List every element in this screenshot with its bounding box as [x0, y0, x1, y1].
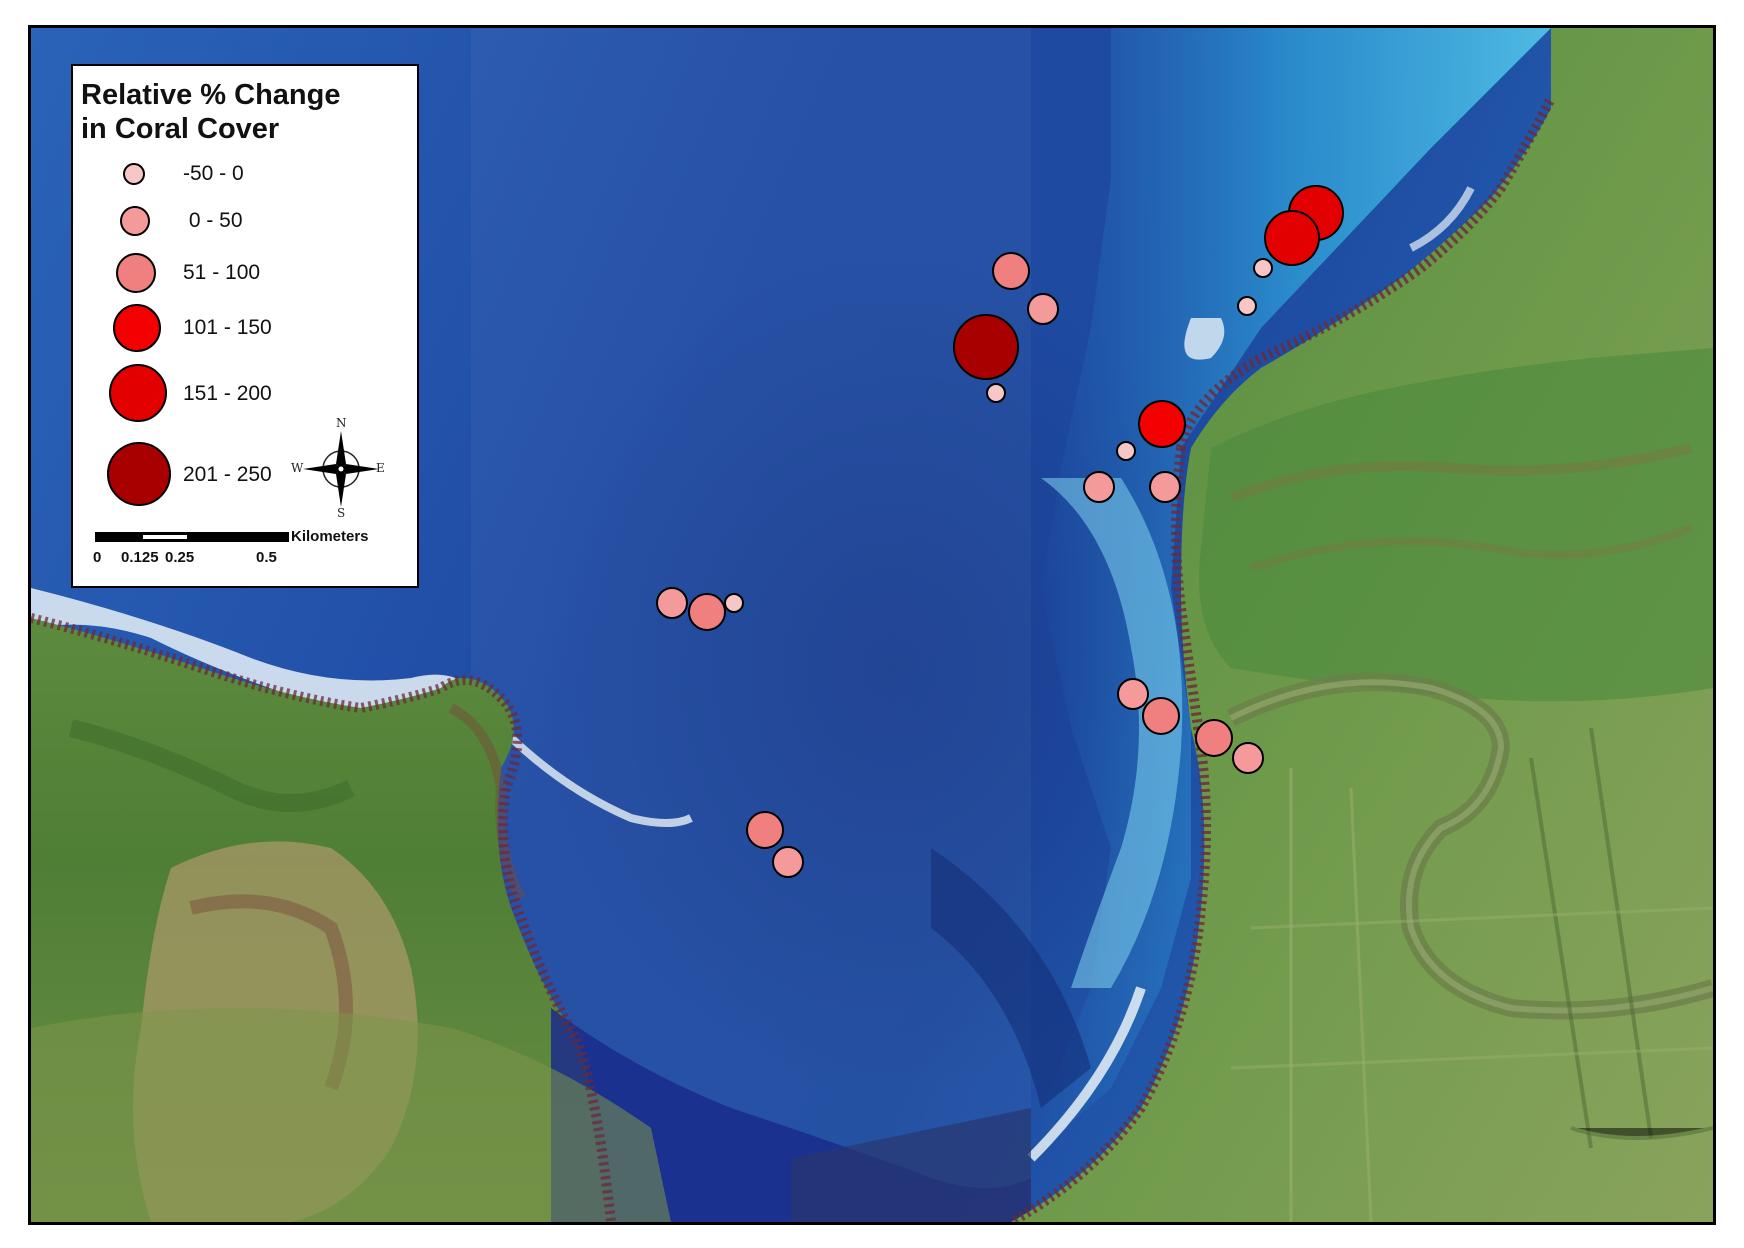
site-marker-18[interactable]	[1253, 258, 1273, 278]
compass-s: S	[337, 506, 346, 520]
site-marker-12[interactable]	[1117, 678, 1149, 710]
legend-symbol-3	[116, 253, 156, 293]
legend-symbol-4	[113, 304, 161, 352]
legend-label-4: 101 - 150	[183, 316, 272, 339]
site-marker-7[interactable]	[1142, 697, 1180, 735]
legend-class-6: 201 - 250	[93, 436, 353, 506]
legend-class-4: 101 - 150	[93, 294, 353, 364]
legend-title-line-1: Relative % Change	[81, 79, 341, 111]
scale-tick-0125: 0.125	[121, 549, 159, 566]
site-marker-6[interactable]	[688, 593, 726, 631]
compass-e: E	[376, 461, 385, 475]
legend-label-5: 151 - 200	[183, 382, 272, 405]
legend-label-3: 51 - 100	[183, 261, 261, 284]
legend-symbol-1	[123, 163, 145, 185]
legend-label-2: 0 - 50	[183, 209, 243, 232]
legend-class-1: -50 - 0	[93, 151, 353, 221]
basemap	[31, 28, 1713, 1222]
legend-symbol-2	[120, 206, 150, 236]
legend-symbol-6	[107, 442, 171, 506]
site-marker-21[interactable]	[724, 593, 744, 613]
site-marker-13[interactable]	[1232, 742, 1264, 774]
map-canvas[interactable]: Relative % Change in Coral Cover -50 - 0…	[28, 25, 1716, 1225]
legend-label-6: 201 - 250	[183, 463, 272, 486]
site-marker-16[interactable]	[1149, 471, 1181, 503]
scale-tick-025: 0.25	[165, 549, 195, 566]
legend-symbol-5	[109, 364, 167, 422]
site-symbols	[656, 185, 1344, 878]
legend-title-line-2: in Coral Cover	[81, 113, 280, 145]
legend-label-1: -50 - 0	[183, 162, 244, 185]
scale-unit: Kilometers	[291, 528, 369, 545]
compass-rose-icon	[291, 421, 391, 521]
site-marker-3[interactable]	[1264, 210, 1320, 266]
site-marker-8[interactable]	[746, 811, 784, 849]
site-marker-11[interactable]	[656, 587, 688, 619]
scale-bar	[95, 532, 289, 544]
scale-tick-0: 0	[93, 549, 102, 566]
site-marker-10[interactable]	[1027, 293, 1059, 325]
site-marker-19[interactable]	[1237, 296, 1257, 316]
scale-tick-05: 0.5	[256, 549, 277, 566]
legend-class-2: 0 - 50	[93, 196, 353, 266]
compass-w: W	[291, 461, 304, 475]
site-marker-9[interactable]	[1195, 719, 1233, 757]
site-marker-17[interactable]	[986, 383, 1006, 403]
site-marker-4[interactable]	[1138, 400, 1186, 448]
compass-n: N	[336, 416, 347, 430]
map-legend: Relative % Change in Coral Cover -50 - 0…	[71, 64, 419, 588]
site-marker-5[interactable]	[992, 252, 1030, 290]
legend-class-3: 51 - 100	[93, 241, 353, 311]
site-marker-14[interactable]	[772, 846, 804, 878]
site-marker-1[interactable]	[953, 314, 1019, 380]
site-marker-15[interactable]	[1083, 471, 1115, 503]
site-marker-20[interactable]	[1116, 441, 1136, 461]
legend-class-5: 151 - 200	[93, 356, 353, 426]
